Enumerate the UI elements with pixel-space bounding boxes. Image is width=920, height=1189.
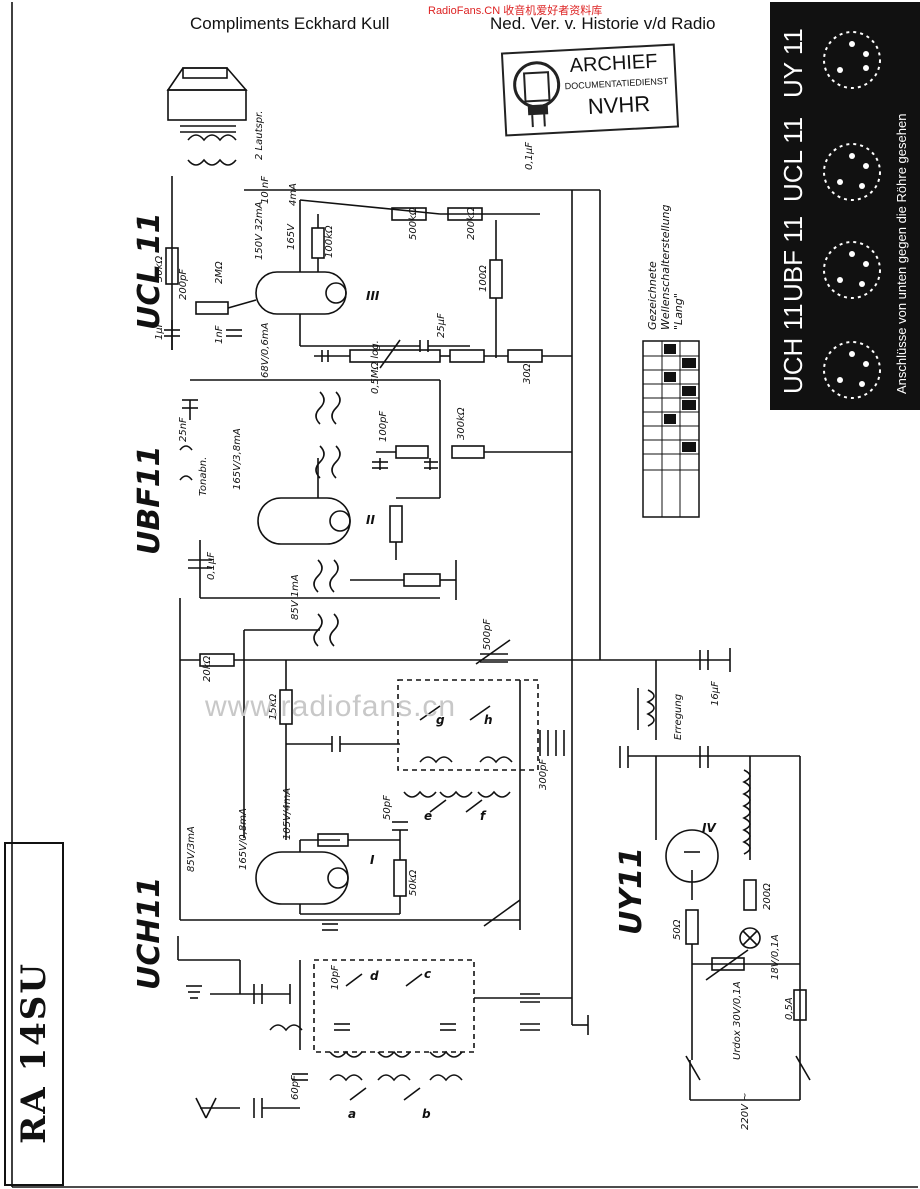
label-urdox: Urdox 30V/0,1A	[732, 981, 743, 1060]
label-roman-1: I	[370, 853, 375, 867]
label-c-25nf: 25nF	[178, 417, 189, 442]
label-ucl-anode: 165V	[286, 223, 297, 250]
label-switch-b: b	[422, 1107, 431, 1121]
label-lamp: 18V/0,1A	[770, 934, 781, 980]
label-c-60pf: 60pF	[290, 1075, 301, 1100]
label-tonabn: Tonabn.	[198, 457, 209, 496]
label-c-10nf: 10 nF	[260, 176, 271, 204]
watermark-top: RadioFans.CN 收音机爱好者资料库	[428, 5, 603, 17]
label-r-200: 200Ω	[762, 883, 773, 910]
label-r-500k: 500kΩ	[408, 207, 419, 240]
label-switch-d: d	[370, 969, 379, 983]
label-c-16uf: 16µF	[710, 681, 721, 706]
label-ucl-voltage: 68V/0,6mA	[260, 322, 271, 378]
label-c-4ma: 4mA	[288, 183, 299, 206]
label-c-01uf: 0,1µF	[206, 552, 217, 580]
label-ubf-voltage: 165V/3,8mA	[232, 428, 243, 490]
label-roman-3: III	[366, 289, 380, 303]
label-c-100pf: 100pF	[378, 411, 389, 442]
label-r-50: 50Ω	[672, 919, 683, 940]
label-pot: 0,5MΩ log.	[370, 340, 381, 394]
label-switch-c: c	[424, 967, 431, 981]
label-c-25uf: 25µF	[436, 313, 447, 338]
label-r-30: 30Ω	[522, 363, 533, 384]
label-roman-4: IV	[702, 821, 717, 835]
label-r-20k: 20kΩ	[202, 655, 213, 682]
label-mains: 220V ~	[740, 1093, 751, 1131]
label-r-100k: 100kΩ	[324, 225, 335, 258]
tube-logo-icon	[513, 61, 561, 128]
label-c-10pf: 10pF	[330, 965, 341, 990]
watermark-center: www.radiofans.cn	[205, 690, 457, 723]
label-ucl-screen: 150V 32mA	[254, 201, 265, 260]
label-switch-e: e	[424, 809, 432, 823]
label-c-300pf: 300pF	[538, 759, 549, 790]
label-fuse: 0,5A	[784, 997, 795, 1020]
label-uch-osc: 105V/4mA	[282, 788, 293, 840]
label-c-200pf: 200pF	[178, 269, 189, 300]
socket-diagrams	[823, 31, 881, 399]
label-ubf-screen: 85V 1mA	[290, 574, 301, 620]
label-r-15k: 15kΩ	[268, 693, 279, 720]
label-r-2m: 2MΩ	[214, 261, 225, 284]
label-c-1nf: 1nF	[214, 325, 225, 344]
label-erregung: Erregung	[673, 694, 684, 740]
archive-stamp: ARCHIEF DOCUMENTATIEDIENST NVHR	[500, 43, 680, 137]
model-box: RA 14SU	[4, 842, 64, 1186]
label-switch-g: g	[436, 713, 445, 727]
socket-panel: UCH 11 UBF 11 UCL 11 UY 11 Anschlüsse vo…	[770, 2, 920, 410]
label-r-30k: 30kΩ	[154, 255, 165, 282]
label-uch-voltage: 165V/0,8mA	[238, 808, 249, 870]
label-r-50k: 50kΩ	[408, 869, 419, 896]
label-switch-f: f	[480, 809, 487, 823]
label-r-200k: 200kΩ	[466, 207, 477, 240]
society-text: Ned. Ver. v. Historie v/d Radio	[490, 14, 716, 33]
label-switch-h: h	[484, 713, 493, 727]
label-c-top: 0,1µF	[524, 142, 535, 170]
switch-table	[642, 340, 700, 518]
label-roman-2: II	[366, 513, 375, 527]
label-r-300k: 300kΩ	[456, 407, 467, 440]
label-loudspeaker: 2 Lautspr.	[254, 111, 265, 160]
label-c-500pf: 500pF	[482, 619, 493, 650]
label-uch-screen: 85V/3mA	[186, 826, 197, 872]
label-c-50pf: 50pF	[382, 795, 393, 820]
label-r-100: 100Ω	[478, 265, 489, 292]
label-c-1uf: 1µF	[154, 321, 165, 340]
compliments-text: Compliments Eckhard Kull	[190, 14, 390, 33]
label-switch-a: a	[348, 1107, 356, 1121]
